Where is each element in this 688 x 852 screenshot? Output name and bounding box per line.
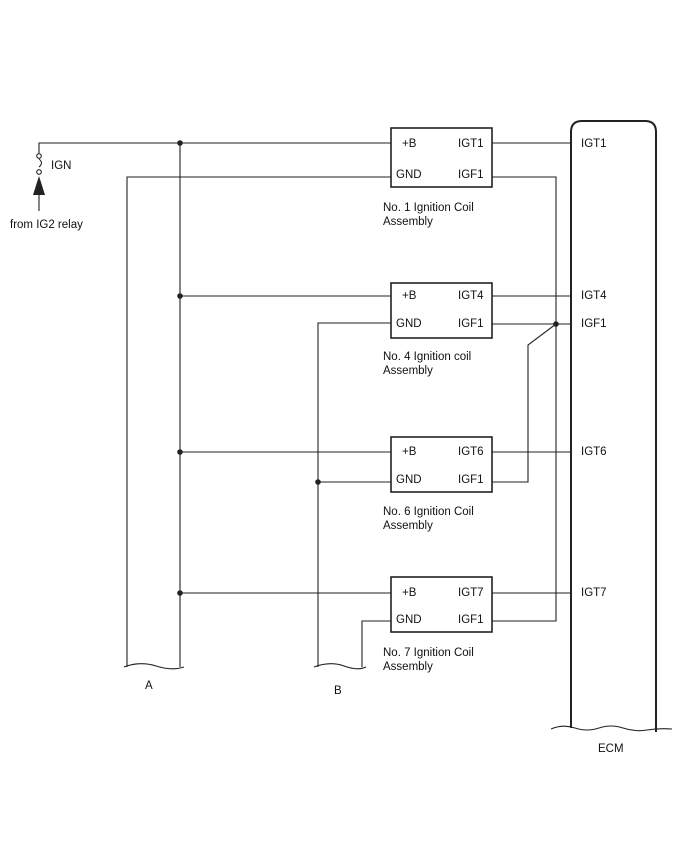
ground-a-label: A [145,680,153,692]
power-feed-wire [38,142,391,153]
junction-dot [315,479,321,485]
ground-b-coil7-wire [361,620,391,667]
coil-1-pin-gnd: GND [396,169,422,181]
ecm-pin-igt7: IGT7 [581,587,607,599]
ign-switch-contact-top [36,153,42,159]
coil-1-pin-b: +B [402,138,417,150]
coil-7-pin-igf: IGF1 [458,614,484,626]
coil-1-box [390,127,493,188]
coil-7-box [390,576,493,633]
coil-6-caption-2: Assembly [383,520,433,532]
ign-switch-label: IGN [51,160,71,172]
ecm-body [570,120,657,732]
coil-6-caption: No. 6 Ignition Coil [383,506,474,518]
coil-6-pin-gnd: GND [396,474,422,486]
ign-switch-contact-bottom [36,169,42,175]
coil-6-pin-b: +B [402,446,417,458]
junction-dot [177,140,183,146]
igf1-coil1-wire [492,176,557,622]
coil-1-pin-igf: IGF1 [458,169,484,181]
coil-4-pin-b: +B [402,290,417,302]
coil-7-caption: No. 7 Ignition Coil [383,647,474,659]
ign-switch-blade [38,158,43,168]
coil-4-pin-igt: IGT4 [458,290,484,302]
ecm-pin-igt1: IGT1 [581,138,607,150]
ground-b-wire [317,322,391,667]
coil-6-pin-igf: IGF1 [458,474,484,486]
coil-4-box [390,282,493,339]
coil-7-pin-gnd: GND [396,614,422,626]
source-arrow-icon [33,176,45,195]
ground-a-break-line [123,663,185,670]
ecm-pin-igf1: IGF1 [581,318,607,330]
ecm-label: ECM [598,743,624,755]
ground-a-wire [126,176,391,667]
ground-b-label: B [334,685,342,697]
coil-4-caption-2: Assembly [383,365,433,377]
ecm-break-line [550,725,673,732]
coil-4-pin-gnd: GND [396,318,422,330]
coil-6-pin-igt: IGT6 [458,446,484,458]
coil-6-box [390,436,493,493]
coil-4-caption: No. 4 Ignition coil [383,351,471,363]
coil-4-pin-igf: IGF1 [458,318,484,330]
ecm-pin-igt4: IGT4 [581,290,607,302]
coil-1-caption: No. 1 Ignition Coil [383,202,474,214]
ground-b-break-line [313,663,367,670]
igf1-coil6-wire [492,323,557,483]
source-from-label: from IG2 relay [10,219,83,231]
coil-1-pin-igt: IGT1 [458,138,484,150]
coil-7-caption-2: Assembly [383,661,433,673]
ecm-pin-igt6: IGT6 [581,446,607,458]
coil-7-pin-igt: IGT7 [458,587,484,599]
coil-1-caption-2: Assembly [383,216,433,228]
coil-7-pin-b: +B [402,587,417,599]
